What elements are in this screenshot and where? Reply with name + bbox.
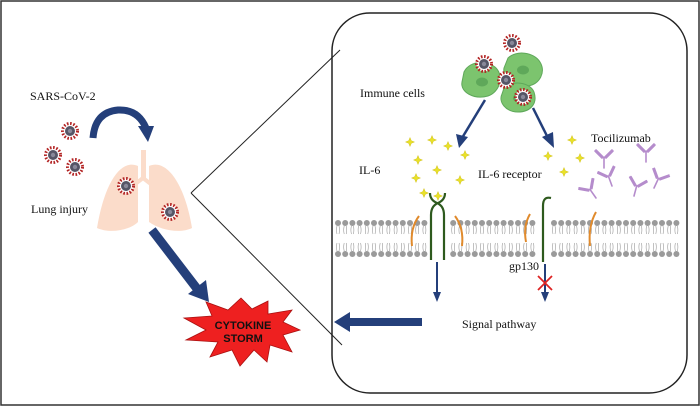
zoom-line-bottom: [190, 192, 343, 346]
signal-down-arrowhead-right: [541, 292, 549, 302]
signal-pathway-label: Signal pathway: [462, 317, 536, 331]
explosion-icon: [182, 297, 302, 367]
infection-arrowhead: [138, 126, 154, 142]
storm-label-line1: CYTOKINE: [215, 320, 272, 332]
immune-to-il6-arrow: [460, 99, 487, 139]
lungs-icon: [97, 150, 192, 231]
gp130-label: gp130: [509, 259, 539, 273]
drug-label: Tocilizumab: [591, 131, 651, 145]
immune-cells-label: Immune cells: [360, 86, 425, 100]
lung-to-storm-arrowhead: [188, 280, 209, 302]
lung-to-storm-arrow: [148, 227, 202, 293]
il6-receptor-bound: [410, 192, 464, 260]
lung-injury-label: Lung injury: [31, 202, 88, 216]
signal-to-storm-arrowhead: [334, 312, 350, 332]
block-cross-icon: [537, 275, 553, 291]
immune-to-receptor-arrow: [531, 107, 550, 139]
il6-label: IL-6: [359, 163, 380, 177]
immune-to-il6-arrowhead: [456, 134, 468, 148]
immune-to-receptor-arrowhead: [542, 132, 554, 148]
il6-receptor-blocked: [524, 196, 597, 262]
signal-down-arrowhead-left: [433, 292, 441, 302]
virus-icon: [44, 122, 84, 176]
immune-cells-icon: [461, 34, 543, 113]
infection-arrow: [89, 106, 150, 139]
zoom-line-top: [190, 49, 341, 194]
virus-label: SARS-CoV-2: [30, 89, 96, 103]
il6-receptor-label: IL-6 receptor: [478, 167, 542, 181]
storm-label-line2: STORM: [223, 333, 263, 345]
zoom-panel: [331, 12, 688, 394]
